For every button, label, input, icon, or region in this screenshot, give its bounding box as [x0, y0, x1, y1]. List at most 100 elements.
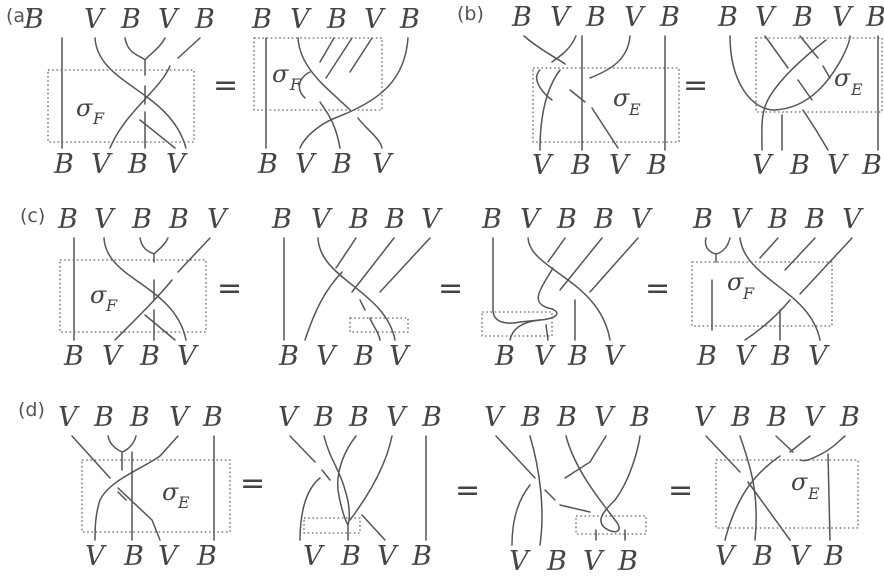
bottom-strand-label: V: [583, 546, 605, 577]
bottom-strand-label: V: [377, 541, 399, 572]
bottom-strand-label: B: [570, 150, 591, 181]
sigma-symbol: σ: [834, 64, 851, 92]
top-strand-label: V: [842, 204, 864, 235]
bottom-strand-label: B: [139, 341, 160, 372]
top-labels: B V B B V: [57, 204, 229, 235]
braid-strand: [739, 237, 821, 341]
bottom-strand-label: B: [617, 546, 638, 577]
top-strand-label: B: [520, 402, 541, 433]
dotted-region-box: [253, 37, 383, 111]
bottom-labels: B V B V: [257, 149, 394, 180]
equals-sign: =: [455, 473, 480, 508]
braid-strand: [529, 435, 543, 546]
bottom-labels: V B V B: [303, 541, 432, 572]
top-strand-label: B: [730, 402, 751, 433]
top-strand-label: V: [84, 4, 106, 35]
dotted-region-box: [755, 37, 883, 113]
top-labels: B V B B V: [481, 204, 653, 235]
top-strand-label: V: [484, 402, 506, 433]
sigma-subscript: F: [289, 75, 302, 94]
braid-strand: [299, 477, 349, 541]
braid-strand: [317, 237, 396, 341]
bottom-strand-label: V: [609, 150, 631, 181]
bottom-strand-label: V: [102, 341, 124, 372]
bottom-strand-label: V: [534, 341, 556, 372]
top-strand-label: B: [556, 204, 577, 235]
braid-strand: [589, 35, 631, 79]
bottom-strand-label: V: [808, 341, 830, 372]
bottom-labels: B V B V: [494, 341, 626, 372]
panel-d-diagram-1: V B B V B σ E V B V B: [58, 402, 231, 572]
top-strand-label: B: [421, 402, 442, 433]
bottom-strand-label: B: [646, 150, 667, 181]
braid-strand: [94, 435, 179, 541]
top-strand-label: B: [767, 204, 788, 235]
top-strand-label: V: [169, 402, 191, 433]
panel-label-a: (a): [6, 5, 32, 27]
dotted-region-box: [532, 67, 680, 143]
dotted-region-box: [575, 515, 647, 535]
top-strand-label: V: [207, 204, 229, 235]
top-strand-label: B: [168, 204, 189, 235]
dotted-region-box: [303, 517, 361, 534]
bottom-strand-label: B: [63, 341, 84, 372]
braid-strand: [764, 35, 813, 101]
top-strand-label: V: [804, 402, 826, 433]
top-strand-label: B: [251, 4, 272, 35]
panel-c-diagram-3: B V B B V B V B V: [481, 204, 653, 372]
top-strand-label: B: [129, 402, 150, 433]
panel-d-diagram-3: V B B V B V B V B: [484, 402, 650, 577]
top-strand-label: V: [421, 204, 443, 235]
top-strand-label: B: [692, 204, 713, 235]
bottom-labels: B V B V: [696, 341, 830, 372]
bottom-labels: V B V B: [509, 546, 638, 577]
sigma-subscript: E: [807, 484, 820, 503]
top-strand-label: B: [804, 204, 825, 235]
braid-strand: [144, 279, 176, 341]
top-strand-label: V: [631, 204, 653, 235]
braid-strand: [759, 237, 853, 295]
braid-strand: [114, 237, 211, 341]
top-strand-label: B: [629, 402, 650, 433]
equals-sign: =: [683, 68, 708, 103]
panel-d-diagram-2: V B B V B V B V B: [278, 402, 442, 572]
braid-strand: [761, 39, 827, 151]
dotted-region-box: [481, 311, 553, 337]
equals-sign: =: [438, 271, 463, 306]
top-strand-label: B: [120, 4, 141, 35]
equals-sign: =: [217, 271, 242, 306]
bottom-strand-label: V: [509, 546, 531, 577]
top-strand-label: B: [313, 402, 334, 433]
top-labels: B V B B V: [271, 204, 443, 235]
braid-strand: [729, 35, 851, 111]
sigma-subscript: F: [105, 296, 118, 315]
braid-strand: [103, 237, 187, 341]
bottom-labels: B V B V: [278, 341, 411, 372]
braid-strand: [289, 435, 331, 481]
top-strand-label: V: [158, 4, 180, 35]
top-strand-label: B: [326, 4, 347, 35]
top-strand-label: B: [659, 2, 680, 33]
top-strand-label: V: [755, 2, 777, 33]
braid-strand: [323, 435, 357, 527]
bottom-strand-label: B: [278, 341, 299, 372]
panel-c-diagram-2: B V B B V B V B V: [271, 204, 443, 372]
top-strand-label: V: [731, 204, 753, 235]
top-strand-label: V: [278, 402, 300, 433]
bottom-strand-label: B: [567, 341, 588, 372]
bottom-strand-label: B: [331, 149, 352, 180]
braid-strand: [511, 484, 591, 546]
bottom-strand-label: V: [303, 541, 325, 572]
panel-b-diagram-2: B V B V B σ E V B V B: [717, 2, 884, 181]
bottom-strand-label: V: [604, 341, 626, 372]
top-strand-label: V: [594, 402, 616, 433]
bottom-strand-label: V: [85, 541, 107, 572]
top-labels: V B B V B: [278, 402, 442, 433]
top-strand-label: V: [290, 4, 312, 35]
dotted-region-box: [59, 259, 207, 333]
braid-strand: [547, 237, 639, 293]
braid-strand: [565, 435, 641, 533]
panel-d-diagram-4: V B B V B σ E V B V B: [694, 402, 860, 572]
top-strand-label: B: [717, 2, 738, 33]
bottom-labels: V B V B: [752, 150, 882, 181]
